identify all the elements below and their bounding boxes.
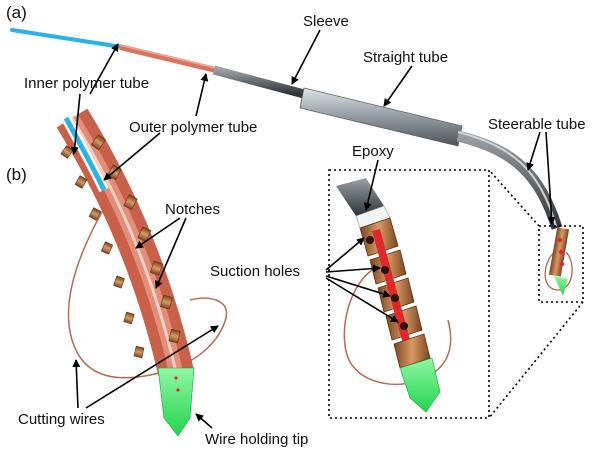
suction-holes — [366, 236, 408, 330]
annotation-arrows — [70, 29, 556, 429]
curved-closeup — [56, 108, 228, 437]
panel-label-b: (b) — [6, 165, 27, 184]
label-wire-holding-tip: Wire holding tip — [205, 431, 308, 448]
label-outer-polymer-tube: Outer polymer tube — [129, 119, 257, 136]
outer-polymer-tube-shape — [119, 44, 217, 73]
label-cutting-wires: Cutting wires — [18, 411, 105, 428]
sleeve-shape — [212, 65, 306, 99]
zoom-box-large — [328, 169, 490, 419]
label-suction-holes: Suction holes — [210, 263, 300, 280]
steerable-tube-shape — [456, 130, 563, 230]
small-tip — [544, 227, 573, 296]
wire-holding-tip-shape — [157, 367, 195, 437]
label-epoxy: Epoxy — [352, 143, 394, 160]
panel-label-a: (a) — [6, 3, 27, 22]
instrument-overview — [10, 28, 584, 419]
label-straight-tube: Straight tube — [363, 49, 448, 66]
inner-polymer-tube-shape — [10, 28, 124, 49]
straight-tube-shape — [299, 87, 463, 147]
label-inner-polymer-tube: Inner polymer tube — [24, 75, 149, 92]
zoomed-tip — [336, 178, 452, 413]
zoom-box-small — [538, 225, 584, 303]
label-steerable-tube: Steerable tube — [488, 116, 586, 133]
label-notches: Notches — [165, 201, 220, 218]
cutting-wire-loop — [67, 204, 228, 379]
label-sleeve: Sleeve — [303, 13, 349, 30]
